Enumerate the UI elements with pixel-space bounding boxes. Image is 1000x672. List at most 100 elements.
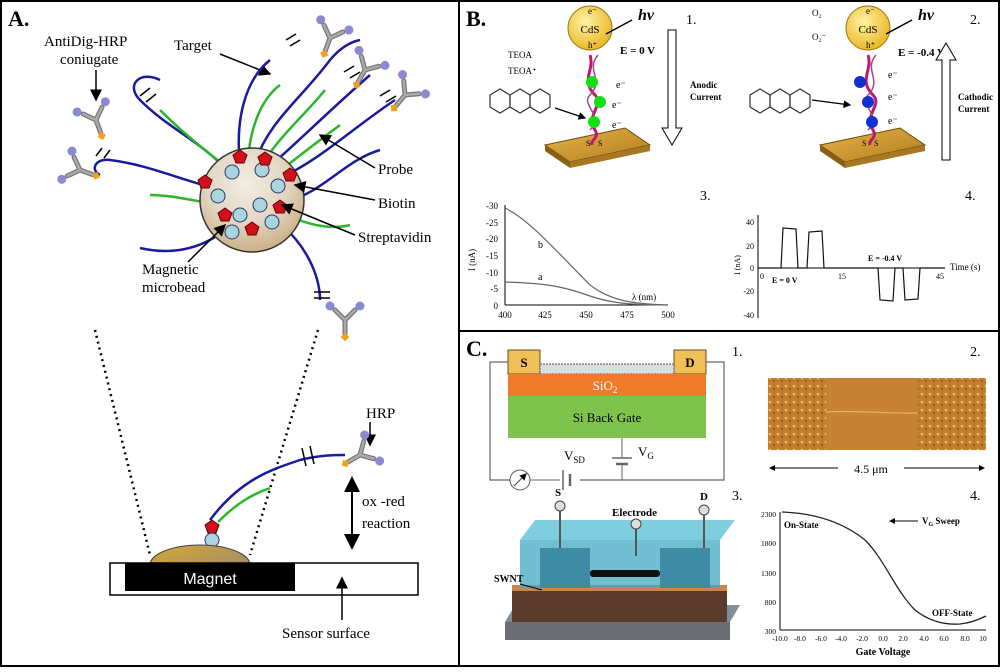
- electron-b1-b: e⁻: [612, 100, 622, 111]
- teoa-plus-b1: TEOA⁺: [508, 66, 537, 76]
- teoa-b1: TEOA: [508, 50, 532, 60]
- panel-c-num2: 2.: [970, 345, 981, 360]
- c4-ytick-0: 2300: [761, 510, 776, 519]
- scheme-b2: CdS e⁻ h⁺ hv E = -0.4 V O₂ O₂⁻ e⁻ e⁻ e⁻ …: [749, 5, 993, 168]
- electron-b2-c: e⁻: [888, 116, 898, 127]
- afm-texture-right: [918, 378, 986, 450]
- c4-transfer-curve: [781, 511, 987, 625]
- b3-curve-a-label: a: [538, 272, 543, 283]
- chart-c4: 2300 1800 1300 800 300 -10.0 -8.0 -6.0 -…: [761, 510, 987, 658]
- b3-ylabel: I (nA): [467, 249, 477, 271]
- b3-ytick-4: -10: [486, 268, 498, 278]
- s-atom-b1a: S: [586, 139, 590, 148]
- c3-source-label: S: [555, 487, 561, 499]
- b4-xtick-1: 15: [838, 272, 846, 281]
- biotin-arrow: [293, 181, 376, 201]
- b3-xtick-0: 400: [498, 310, 512, 320]
- magnet-label: Magnet: [183, 571, 237, 588]
- b4-ytick-3: -20: [743, 287, 754, 296]
- device-base-front: [505, 622, 730, 640]
- circuit-left: [489, 361, 510, 481]
- b3-ytick-5: -5: [491, 284, 499, 294]
- source-contact: [507, 349, 541, 375]
- panel-a: A. AntiDig-HRP coniugate Target: [8, 6, 432, 642]
- b3-xtick-3: 475: [620, 310, 634, 320]
- substrate-layer: [512, 590, 727, 622]
- panel-b-num3: 3.: [700, 189, 711, 204]
- scheme-b1: CdS e⁻ h⁺ hv E = 0 V TEOA TEOA⁺ e⁻ e⁻ e⁻…: [489, 5, 721, 168]
- b3-ytick-0: -30: [486, 201, 498, 211]
- circuit-right: [580, 361, 725, 481]
- c4-ytick-4: 300: [765, 627, 777, 636]
- c4-xtick-3: -4.0: [835, 634, 847, 643]
- panel-b-num2: 2.: [970, 13, 981, 28]
- b3-xtick-1: 425: [538, 310, 552, 320]
- c4-xtick-2: -6.0: [815, 634, 827, 643]
- bound-biotin: [204, 519, 220, 534]
- c3-drain-label: D: [700, 491, 708, 503]
- panel-c-num3: 3.: [732, 489, 743, 504]
- swnt-tube: [590, 570, 660, 577]
- c4-xtick-10: 10: [979, 634, 987, 643]
- panel-c-label: C.: [466, 336, 487, 361]
- c4-xlabel: Gate Voltage: [856, 647, 911, 658]
- b3-xtick-2: 450: [579, 310, 593, 320]
- b4-ytick-1: 20: [746, 242, 754, 251]
- vg-label: VG: [638, 444, 654, 461]
- s-atom-b2b: S: [874, 139, 878, 148]
- b3-ytick-6: 0: [494, 301, 499, 311]
- drain-probe-tip: [698, 504, 710, 516]
- c4-on-state: On-State: [784, 520, 819, 530]
- electron-b2: e⁻: [866, 6, 875, 16]
- b4-current-trace: [758, 227, 945, 302]
- electrode-probe-tip: [630, 518, 642, 530]
- b3-ytick-3: -15: [486, 251, 498, 261]
- c3-swnt-label: SWNT: [494, 574, 524, 585]
- b4-e0-label: E = 0 V: [772, 276, 798, 285]
- b4-xtick-0: 0: [760, 272, 764, 281]
- chart-b3: -30 -25 -20 -15 -10 -5 0 400 425 450 475…: [467, 201, 675, 320]
- scale-label-bg: [838, 460, 904, 476]
- bead-label-line2: microbead: [142, 280, 206, 296]
- afm-texture-left: [768, 378, 826, 450]
- b4-ytick-2: 0: [750, 264, 754, 273]
- panel-a-label: A.: [8, 6, 29, 31]
- electron-b2-a: e⁻: [888, 70, 898, 81]
- b4-ytick-0: 40: [746, 218, 754, 227]
- anodic-line1: Anodic: [690, 80, 718, 90]
- c4-off-state: OFF-State: [932, 608, 973, 618]
- panel-b-num4: 4.: [965, 189, 976, 204]
- b4-xlabel: Time (s): [950, 262, 980, 272]
- sio2-layer: [508, 374, 706, 396]
- c4-xtick-8: 6.0: [939, 634, 949, 643]
- streptavidin-label: Streptavidin: [358, 230, 432, 246]
- afm-image-group: 4.5 μm: [768, 378, 986, 476]
- cathodic-line1: Cathodic: [958, 92, 993, 102]
- source-probe-tip: [554, 500, 566, 512]
- bound-rungs: [301, 445, 315, 467]
- panel-c-num1: 1.: [732, 345, 743, 360]
- dotted-line-right: [248, 329, 320, 556]
- hv-b2: hv: [918, 7, 935, 24]
- b3-curve-b-label: b: [538, 240, 543, 251]
- magnet: [125, 563, 295, 591]
- c4-ytick-3: 800: [765, 598, 777, 607]
- c3-electrode-label: Electrode: [612, 507, 657, 519]
- cathodic-line2: Current: [958, 104, 989, 114]
- ammeter-needle: [513, 473, 527, 487]
- superoxide-b2: O₂⁻: [812, 32, 827, 42]
- c4-xtick-0: -10.0: [772, 634, 788, 643]
- antibody-6: [326, 302, 365, 342]
- anodic-line2: Current: [690, 92, 721, 102]
- panel-b-num1: 1.: [686, 13, 697, 28]
- c4-xtick-9: 8.0: [960, 634, 970, 643]
- c4-xtick-6: 2.0: [898, 634, 908, 643]
- sensor-label: Sensor surface: [282, 626, 370, 642]
- liquid-top: [520, 520, 735, 540]
- panel-b-label: B.: [466, 6, 486, 31]
- potential-b1: E = 0 V: [620, 45, 655, 57]
- sio2-label: SiO2: [593, 378, 618, 395]
- b3-curve-a: [504, 281, 669, 306]
